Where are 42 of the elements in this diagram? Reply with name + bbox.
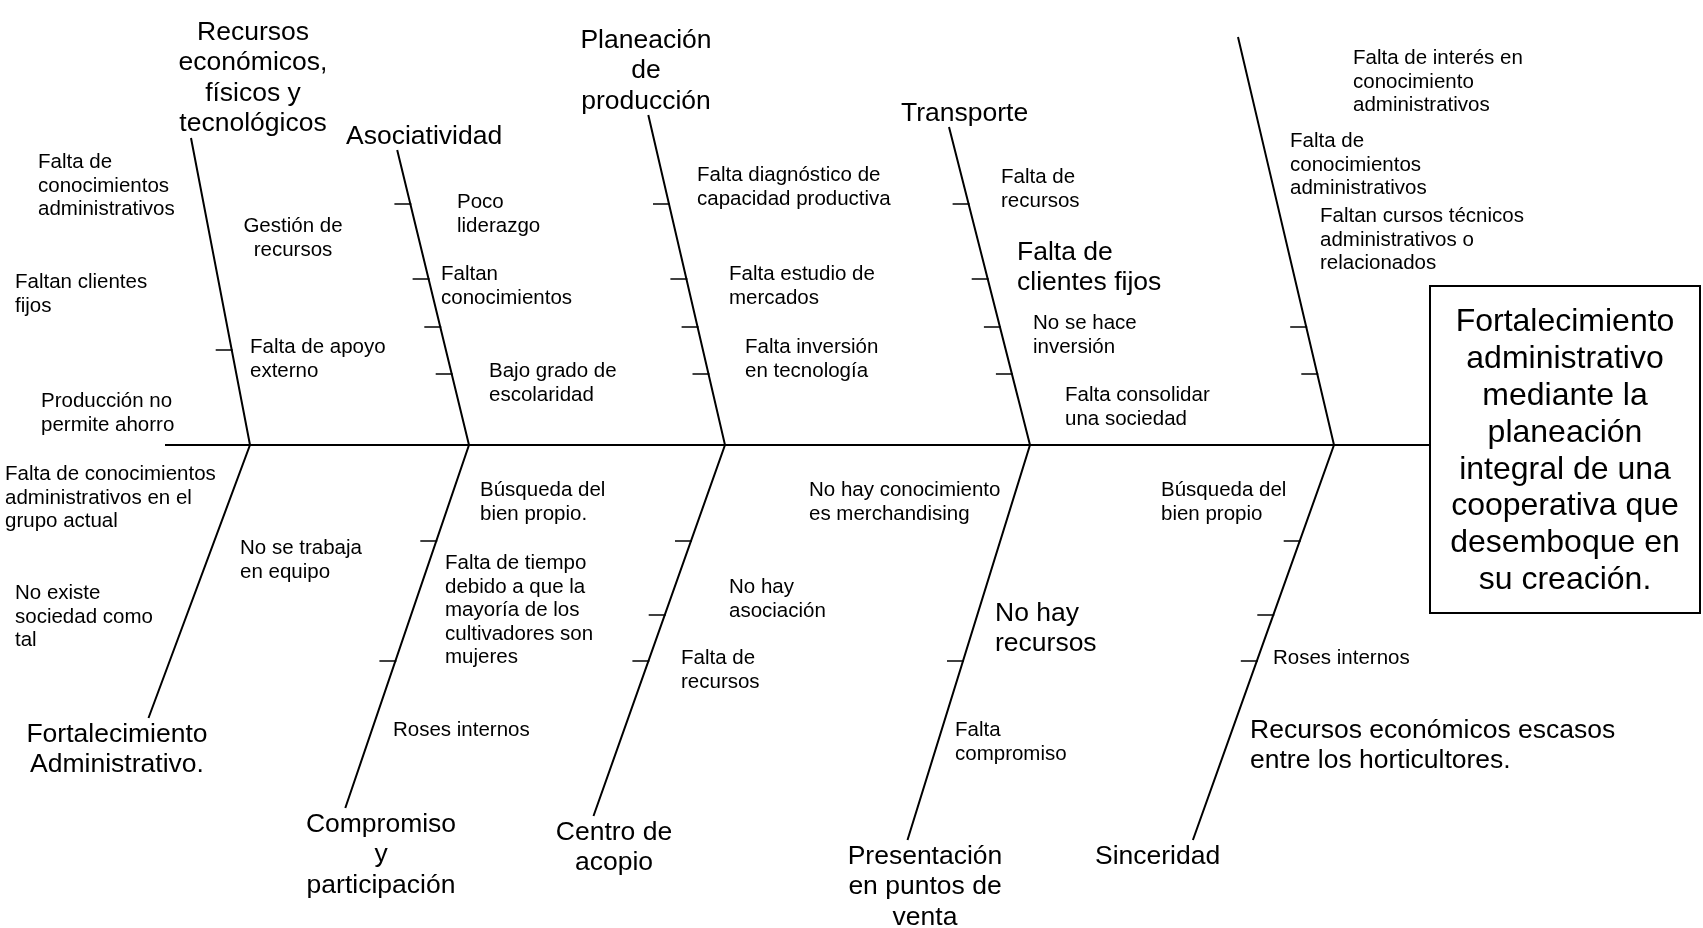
cause-label: Falta consolidar una sociedad [1065,382,1211,430]
cause-label: Búsqueda del bien propio. [480,477,607,525]
cause-label: Falta de conocimientos administrativos en el grupo actual [5,461,217,532]
cause-label: No hay asociación [729,574,827,622]
cause-label: Falta inversión en tecnología [745,334,880,382]
category-label: Asociatividad [346,120,546,151]
cause-label: Falta de recursos [1001,164,1081,212]
cause-label: Gestión de recursos [242,213,344,261]
cause-label: Falta diagnóstico de capacidad productiva [697,162,892,210]
effect-box: Fortalecimiento administrativo mediante la planeación integral de una cooperativa que desemboque en su creación. [1429,285,1701,614]
category-label: Centro de acopio [551,816,677,877]
category-label: Presentación en puntos de venta [842,840,1008,928]
cause-label: Faltan cursos técnicos administrativos o relacionados [1320,203,1525,274]
cause-label: Recursos económicos escasos entre los horticultores. [1250,714,1617,775]
cause-label: Búsqueda del bien propio [1161,477,1288,525]
cause-label: Faltan clientes fijos [15,269,149,317]
cause-label: No se hace inversión [1033,310,1138,358]
cause-label: Falta de conocimientos administrativos [38,149,176,220]
category-label: Recursos económicos, físicos y tecnológicos [168,16,338,138]
cause-label: No hay conocimiento es merchandising [809,477,1002,525]
cause-label: Roses internos [1273,645,1411,669]
category-label: Sinceridad [1095,840,1235,871]
cause-label: No hay recursos [995,597,1098,658]
cause-label: Falta de tiempo debido a que la mayoría de los cultivadores son mujeres [445,550,595,668]
cause-label: Falta compromiso [955,717,1068,765]
cause-label: Falta de apoyo externo [250,334,387,382]
cause-label: Bajo grado de escolaridad [489,358,618,406]
category-label: Compromiso y participación [301,808,461,900]
cause-label: Falta de recursos [681,645,761,693]
cause-label: Faltan conocimientos [441,261,574,309]
cause-label: No existe sociedad como tal [15,580,154,651]
category-label: Planeación de producción [576,24,716,116]
cause-label: Falta de conocimientos administrativos [1290,128,1428,199]
cause-label: Falta de interés en conocimiento administrativos [1353,45,1524,116]
cause-label: Falta estudio de mercados [729,261,876,309]
cause-label: Falta de clientes fijos [1017,236,1163,297]
category-label: Transporte [901,97,1061,128]
category-label: Fortalecimiento Administrativo. [19,718,215,779]
cause-label: Producción no permite ahorro [41,388,176,436]
cause-label: No se trabaja en equipo [240,535,363,583]
cause-label: Roses internos [393,717,531,741]
cause-label: Poco liderazgo [457,189,542,237]
